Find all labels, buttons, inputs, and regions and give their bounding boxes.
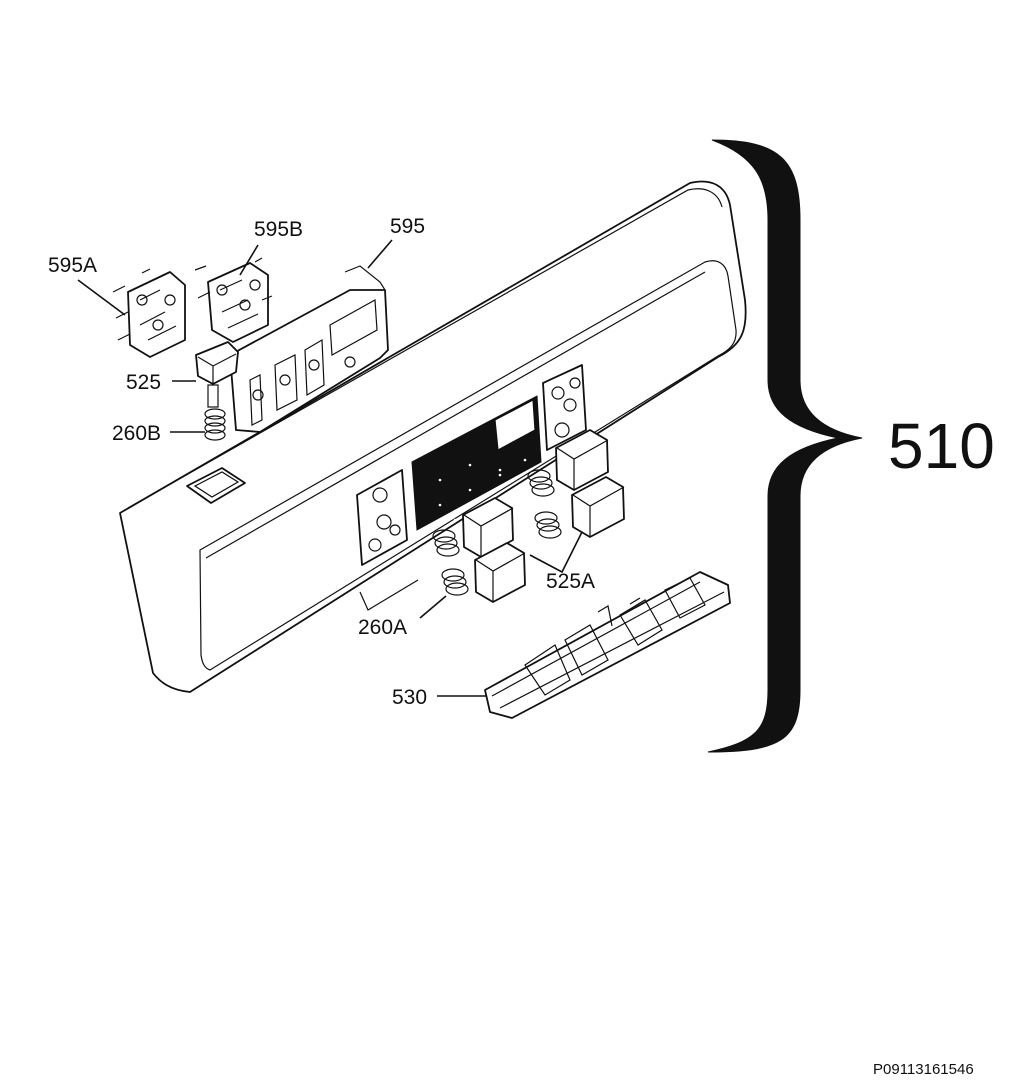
right-button-bracket xyxy=(542,364,587,451)
door-handle-recess xyxy=(186,467,246,504)
callout-595: 595 xyxy=(390,215,425,238)
leader-lines xyxy=(77,239,583,697)
coil-spring xyxy=(527,469,555,497)
switch-bracket-595 xyxy=(229,265,389,433)
spring-260B xyxy=(204,408,226,441)
coil-spring xyxy=(432,529,460,557)
left-button-bracket xyxy=(356,469,408,566)
callout-525: 525 xyxy=(126,371,161,394)
assembly-brace xyxy=(707,139,863,753)
switch-contacts-595A xyxy=(112,268,186,358)
callout-260A: 260A xyxy=(358,616,407,639)
callout-595B: 595B xyxy=(254,218,303,241)
push-button xyxy=(474,542,526,603)
drawing-code: P09113161546 xyxy=(873,1061,974,1078)
callout-525A: 525A xyxy=(546,570,595,593)
callout-530: 530 xyxy=(392,686,427,709)
coil-spring xyxy=(534,511,562,539)
push-button xyxy=(555,429,609,491)
control-panel-housing xyxy=(119,180,747,693)
push-buttons xyxy=(462,429,625,603)
push-button xyxy=(462,497,514,558)
display-window xyxy=(411,395,542,531)
coil-spring xyxy=(441,568,469,596)
springs-260A xyxy=(432,469,562,596)
callout-595A: 595A xyxy=(48,254,97,277)
callout-260B: 260B xyxy=(112,422,161,445)
switch-contacts-595B xyxy=(194,257,273,343)
push-button xyxy=(571,476,625,538)
assembly-number-510: 510 xyxy=(888,410,995,482)
push-button-525 xyxy=(195,341,239,408)
bracket-530 xyxy=(484,571,731,719)
